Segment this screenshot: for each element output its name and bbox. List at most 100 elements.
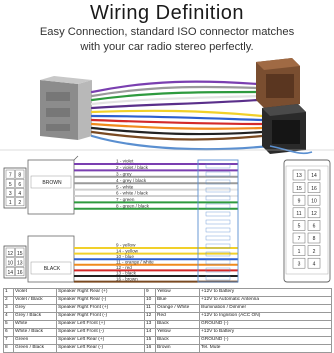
table-cell: +12V to Ingnition (ACC ON)	[199, 312, 332, 321]
table-cell: 6	[3, 328, 14, 337]
pin-cell	[15, 178, 25, 188]
inline-pin	[205, 251, 231, 257]
table-cell: 9	[144, 288, 156, 297]
brown-iso-connector	[256, 58, 300, 108]
subtitle-line-2: with your car radio stereo perfectly.	[80, 41, 254, 53]
pin-number: 12	[7, 251, 13, 257]
inline-pin	[205, 179, 231, 185]
radio-pin-cell	[307, 245, 321, 256]
table-cell: Blue	[155, 296, 200, 305]
brown-connector-block: BROWN	[27, 155, 79, 215]
pin-cell	[15, 266, 25, 277]
table-cell: Grey	[13, 304, 57, 313]
pin-cell	[5, 169, 15, 179]
wire-label: 1 - violet	[116, 159, 134, 164]
wire-label: 16 - brown	[116, 276, 138, 281]
table-cell: 8	[3, 344, 14, 353]
wire-bundle	[90, 80, 272, 151]
table-cell: 16	[144, 344, 156, 353]
wire-label: 6 - white / black	[116, 191, 149, 196]
table-cell: 5	[3, 320, 14, 329]
pin-number: 7	[9, 173, 12, 179]
pin-number: 2	[18, 200, 21, 206]
radio-pin-cell	[307, 169, 321, 181]
table-cell: Yellow	[155, 288, 200, 297]
table-cell: +12V to Automatic Antenna	[199, 296, 332, 305]
inline-plug-ticks	[205, 163, 231, 281]
pin-number: 4	[18, 191, 21, 197]
black-iso-connector	[262, 104, 306, 154]
pin-cell	[15, 188, 25, 197]
table-cell: Violet / Black	[13, 296, 57, 305]
grey-connector	[40, 76, 92, 140]
table-cell: +12V to Battery	[199, 328, 332, 337]
radio-pin-cell	[292, 182, 306, 193]
table-cell: Speaker Left Front (+)	[56, 320, 145, 329]
subtitle-line-1: Easy Connection, standard ISO connector …	[39, 26, 295, 38]
inline-pin	[205, 203, 231, 209]
black-connector-block: BLACK	[27, 235, 75, 283]
radio-pin-number: 13	[296, 173, 302, 179]
pin-number: 13	[17, 261, 23, 267]
table-cell: Yellow	[155, 328, 200, 337]
table-cell: 13	[144, 320, 156, 329]
table-cell: 15	[144, 336, 156, 345]
pin-cell	[15, 169, 25, 179]
table-cell: White	[13, 320, 57, 329]
table-cell: 14	[144, 328, 156, 337]
radio-pin-number: 5	[298, 224, 301, 230]
table-cell: 10	[144, 296, 156, 305]
pin-cell	[5, 257, 15, 267]
inline-plug-outline	[197, 159, 239, 283]
pin-number: 15	[17, 251, 23, 257]
table-cell: Speaker Right Rear (-)	[56, 296, 145, 305]
table-cell: Green / Black	[13, 344, 57, 353]
radio-pin-number: 11	[296, 211, 301, 217]
table-cell: Red	[155, 312, 200, 321]
pin-number: 16	[17, 270, 23, 276]
table-cell: Violet	[13, 288, 57, 297]
pin-cell	[5, 197, 15, 207]
pin-number: 14	[7, 270, 13, 276]
wire-label: 14 - yellow	[116, 248, 139, 253]
radio-pin-cell	[307, 182, 321, 193]
table-cell: 4	[3, 312, 14, 321]
radio-pin-number: 16	[311, 186, 317, 192]
pin-cell	[5, 188, 15, 197]
table-cell: Speaker Right Front (-)	[56, 312, 145, 321]
pin-cell	[15, 247, 25, 257]
grey-connector-latch	[46, 108, 70, 117]
inline-pin	[205, 275, 231, 281]
pin-cell	[5, 247, 15, 257]
pin-cell	[5, 178, 15, 188]
inline-pin	[205, 227, 231, 233]
radio-pin-cell	[307, 257, 321, 269]
radio-pin-cell	[292, 194, 306, 206]
wire-label: 3 - grey	[116, 172, 132, 177]
table-cell: White / Black	[13, 328, 57, 337]
inline-pin	[205, 267, 231, 273]
radio-pin-cell	[292, 245, 306, 256]
subtitle: Easy Connection, standard ISO connector …	[0, 25, 334, 55]
table-cell: Speaker Left Rear (+)	[56, 336, 145, 345]
radio-pin-number: 15	[296, 186, 302, 192]
table-cell: 11	[144, 304, 156, 313]
brown-connector-label: BROWN	[42, 180, 62, 186]
pin-number: 3	[9, 191, 12, 197]
wire-label: 12 - red	[116, 265, 132, 270]
table-cell: Tel. Mute	[199, 344, 332, 353]
wire-label: 9 - yellow	[116, 243, 136, 248]
table-cell: Black	[155, 320, 200, 329]
radio-pin-number: 7	[298, 236, 301, 242]
